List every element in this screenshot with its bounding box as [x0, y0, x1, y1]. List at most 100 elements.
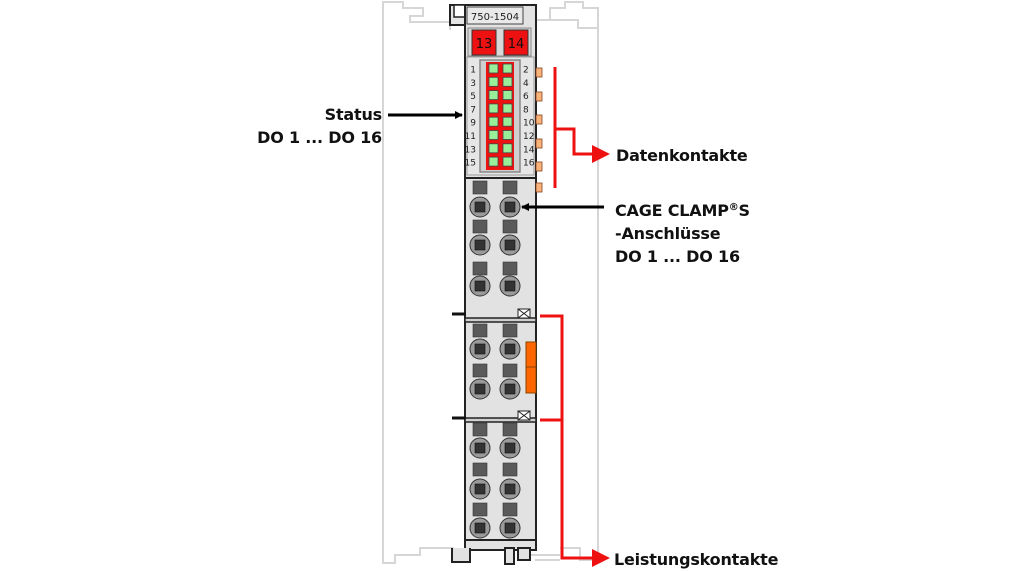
clamp-opening	[474, 483, 486, 495]
clamp-opening	[504, 522, 516, 534]
release-button	[472, 323, 488, 338]
release-button	[502, 462, 518, 477]
status-led-7	[488, 103, 499, 114]
data-contacts-bracket	[553, 67, 596, 188]
data-contact	[535, 67, 543, 78]
led-number-label: 13	[465, 145, 476, 155]
cage-clamp-label: CAGE CLAMP®S -Anschlüsse DO 1 ... DO 16	[615, 196, 750, 268]
section-divider-1	[452, 308, 537, 323]
release-button	[502, 323, 518, 338]
clamp-opening	[504, 280, 516, 292]
clamp-opening	[474, 383, 486, 395]
module-bottom-latch	[451, 539, 536, 565]
part-number-text: 750-1504	[471, 12, 519, 23]
release-button	[472, 261, 488, 276]
status-led-15	[488, 156, 499, 167]
cage-clamp-suffix: S	[738, 201, 751, 220]
data-contacts-label: Datenkontakte	[616, 146, 748, 165]
release-button	[472, 462, 488, 477]
release-button	[472, 502, 488, 517]
led-group	[488, 63, 513, 167]
clamp-opening	[474, 239, 486, 251]
release-button	[502, 180, 518, 195]
led-number-label: 4	[523, 79, 529, 89]
data-contacts-arrowhead	[592, 145, 610, 163]
status-label-line2: DO 1 ... DO 16	[257, 128, 382, 147]
status-label-line1: Status	[324, 105, 383, 124]
led-number-label: 10	[523, 119, 535, 129]
release-button	[502, 502, 518, 517]
clamp-opening	[504, 442, 516, 454]
clamp-opening	[504, 483, 516, 495]
status-led-14	[502, 143, 513, 154]
status-led-6	[502, 90, 513, 100]
status-led-12	[502, 130, 513, 140]
top-connectors: 13 14	[467, 27, 532, 57]
section-divider-2	[452, 410, 537, 423]
led-number-label: 5	[470, 92, 476, 102]
status-label: Status DO 1 ... DO 16	[230, 103, 382, 149]
status-led-2	[502, 63, 513, 74]
status-led-16	[502, 156, 513, 167]
led-number-label: 3	[470, 79, 476, 89]
status-led-10	[502, 116, 513, 127]
clamp-opening	[504, 383, 516, 395]
power-jumper	[525, 341, 537, 394]
clamp-opening	[474, 442, 486, 454]
status-led-3	[488, 76, 499, 87]
power-contacts-label: Leistungskontakte	[614, 550, 779, 569]
status-led-9	[488, 116, 499, 127]
clamp-opening	[474, 201, 486, 213]
status-led-8	[502, 103, 513, 114]
clamp-opening	[504, 201, 516, 213]
led-number-label: 2	[523, 66, 529, 76]
release-button	[472, 422, 488, 437]
cage-clamp-text: CAGE CLAMP	[615, 201, 729, 220]
clamp-opening	[504, 239, 516, 251]
connector-14	[503, 29, 529, 56]
led-number-label: 11	[465, 132, 476, 142]
data-contact	[535, 182, 543, 193]
release-button	[472, 363, 488, 378]
release-button	[472, 180, 488, 195]
led-number-label: 12	[523, 132, 534, 142]
status-led-11	[488, 130, 499, 140]
release-button	[502, 422, 518, 437]
registered-mark: ®	[728, 202, 739, 213]
power-contacts-bracket	[540, 314, 596, 560]
data-contact	[535, 91, 543, 102]
led-number-label: 8	[523, 105, 529, 115]
clamp-opening	[474, 280, 486, 292]
data-contact	[535, 161, 543, 172]
led-number-label: 1	[470, 66, 476, 76]
led-number-label: 7	[470, 105, 476, 115]
release-button	[502, 363, 518, 378]
status-led-4	[502, 76, 513, 87]
connector-13	[471, 29, 497, 56]
power-contacts-arrowhead	[592, 549, 610, 567]
led-number-label: 15	[465, 159, 476, 169]
data-contact	[535, 114, 543, 125]
connector-13-label: 13	[476, 37, 493, 52]
led-number-label: 6	[523, 92, 529, 102]
cage-clamp-label-line2: -Anschlüsse	[615, 224, 721, 243]
cage-clamp-terminals	[469, 180, 521, 539]
release-button	[502, 219, 518, 234]
clamp-opening	[474, 343, 486, 355]
led-number-label: 16	[523, 159, 535, 169]
status-led-1	[488, 63, 499, 74]
release-button	[472, 219, 488, 234]
ghost-neighbour-modules	[382, 1, 599, 564]
connector-14-label: 14	[508, 37, 525, 52]
release-button	[502, 261, 518, 276]
status-led-5	[488, 90, 499, 100]
data-contacts	[535, 67, 543, 193]
cage-clamp-label-line1: CAGE CLAMP®S	[615, 196, 750, 222]
clamp-opening	[474, 522, 486, 534]
led-number-label: 14	[523, 145, 535, 155]
data-contact	[535, 138, 543, 149]
clamp-opening	[504, 343, 516, 355]
